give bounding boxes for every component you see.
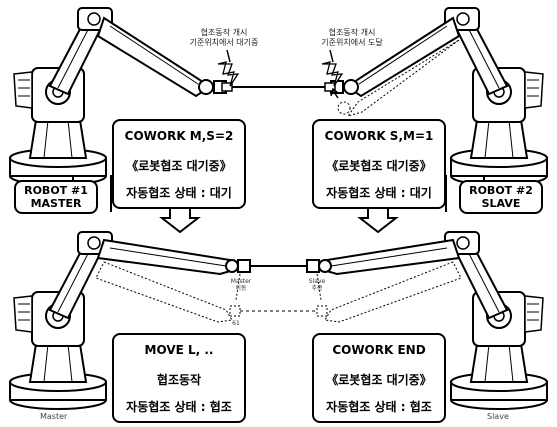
slave-tool-label-2: 추종 bbox=[311, 285, 323, 292]
master-tool-label: Master 이동 bbox=[226, 278, 256, 292]
mid-label: 61 bbox=[232, 320, 240, 327]
corner-label-master: Master bbox=[40, 412, 68, 421]
robot-1-top bbox=[9, 7, 233, 186]
note-top-right: 협조동작 개시 기준위치에서 도달 bbox=[292, 28, 412, 48]
status-box-bottom-right: COWORK END 《로봇협조 대기중》 자동협조 상태 : 협조 bbox=[312, 333, 446, 423]
command-text: COWORK S,M=1 bbox=[324, 129, 434, 143]
corner-label-slave: Slave bbox=[487, 412, 509, 421]
state-text: 자동협조 상태 : 협조 bbox=[326, 400, 432, 414]
note-top-right-line-1: 협조동작 개시 bbox=[328, 28, 376, 37]
robot-1-bottom bbox=[9, 231, 251, 410]
state-text: 자동협조 상태 : 협조 bbox=[126, 400, 232, 414]
status-box-top-right: COWORK S,M=1 《로봇협조 대기중》 자동협조 상태 : 대기 bbox=[312, 119, 446, 209]
state-text: 자동협조 상태 : 대기 bbox=[326, 186, 432, 200]
note-top-left: 협조동작 개시 기준위치에서 대기중 bbox=[164, 28, 284, 48]
mode-text: 《로봇협조 대기중》 bbox=[326, 159, 432, 173]
status-box-bottom-left: MOVE L, .. 협조동작 자동협조 상태 : 협조 bbox=[112, 333, 246, 423]
arrow-top-right bbox=[329, 49, 334, 63]
state-text: 자동협조 상태 : 대기 bbox=[126, 186, 232, 200]
mode-text: 협조동작 bbox=[156, 373, 202, 387]
robot-2-tag: ROBOT #2 SLAVE bbox=[459, 180, 543, 214]
robot-2-name: ROBOT #2 bbox=[469, 184, 533, 197]
slave-tool-label: Slave 추종 bbox=[302, 278, 332, 292]
down-arrow-right bbox=[357, 207, 399, 234]
note-top-left-line-1: 협조동작 개시 bbox=[200, 28, 248, 37]
command-text: MOVE L, .. bbox=[144, 343, 214, 357]
robot-1-name: ROBOT #1 bbox=[24, 184, 88, 197]
slave-tool-label-1: Slave bbox=[308, 278, 326, 285]
mode-text: 《로봇협조 대기중》 bbox=[326, 373, 432, 387]
master-tool-label-1: Master bbox=[230, 278, 252, 285]
arrow-top-left bbox=[226, 49, 231, 63]
master-tool-label-2: 이동 bbox=[235, 285, 247, 292]
command-text: COWORK M,S=2 bbox=[124, 129, 234, 143]
robot-2-role: SLAVE bbox=[481, 197, 521, 210]
command-text: COWORK END bbox=[332, 343, 426, 357]
down-arrow-left bbox=[159, 207, 201, 234]
robot-1-role: MASTER bbox=[30, 197, 82, 210]
status-box-top-left: COWORK M,S=2 《로봇협조 대기중》 자동협조 상태 : 대기 bbox=[112, 119, 246, 209]
robot-2-bottom bbox=[306, 231, 548, 410]
mode-text: 《로봇협조 대기중》 bbox=[126, 159, 232, 173]
note-top-left-line-2: 기준위치에서 대기중 bbox=[189, 38, 259, 47]
robot-2-top bbox=[324, 7, 548, 186]
note-top-right-line-2: 기준위치에서 도달 bbox=[321, 38, 383, 47]
robot-1-tag: ROBOT #1 MASTER bbox=[14, 180, 98, 214]
